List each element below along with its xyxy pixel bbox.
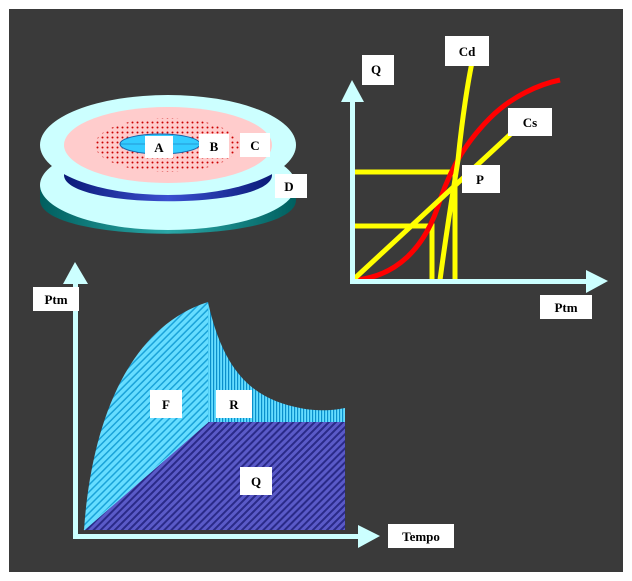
- time-y-axis-arrow: [63, 262, 88, 284]
- qp-y-axis-arrow: [341, 80, 364, 102]
- time-x-axis: [73, 534, 363, 539]
- qp-x-axis-arrow: [586, 270, 608, 293]
- time-chart: Ptm Tempo F R Q: [33, 262, 454, 548]
- time-x-label: Tempo: [402, 529, 440, 544]
- region-r-label: R: [229, 397, 239, 412]
- region-f-label-box: [150, 390, 182, 418]
- disc-label-b-box: [199, 134, 229, 158]
- qp-y-label-box: [362, 55, 394, 85]
- qp-cs-label-box: [508, 108, 552, 136]
- qp-chart: Q Cd Cs P Ptm: [341, 36, 608, 319]
- qp-x-label-box: [540, 295, 592, 319]
- region-q: [84, 422, 345, 530]
- disc-label-d-box: [275, 174, 307, 198]
- region-q-label: Q: [251, 474, 261, 489]
- time-x-axis-arrow: [358, 525, 380, 548]
- qp-cd-label: Cd: [459, 44, 476, 59]
- disc-label-c-text: C: [250, 138, 259, 153]
- region-r-label-box: [216, 390, 252, 418]
- disc-label-d-text: D: [284, 179, 293, 194]
- time-y-label-box: [33, 287, 79, 311]
- disc-label-a: A: [145, 136, 173, 158]
- time-x-label-box: [388, 524, 454, 548]
- time-y-axis: [73, 280, 78, 538]
- qp-point-label-box: [462, 165, 500, 193]
- qp-point-label: P: [476, 172, 484, 187]
- qp-cs-label: Cs: [523, 115, 537, 130]
- disc-label-c: C: [240, 133, 270, 157]
- disc-label-c-box: [240, 133, 270, 157]
- disc-label-d: D: [275, 174, 307, 198]
- qp-y-label: Q: [371, 62, 381, 77]
- disc-label-a-box: [145, 136, 173, 158]
- qp-curve-cd: [437, 57, 476, 281]
- qp-curve-cs: [352, 128, 517, 281]
- qp-x-label: Ptm: [554, 300, 577, 315]
- time-y-label: Ptm: [44, 292, 67, 307]
- disc-label-a-text: A: [154, 140, 164, 155]
- qp-x-axis: [350, 279, 590, 284]
- disc-label-b-text: B: [210, 139, 219, 154]
- region-f: [84, 302, 208, 530]
- qp-y-axis: [350, 100, 355, 283]
- region-q-label-box: [240, 467, 272, 495]
- region-f-label: F: [162, 397, 170, 412]
- filter-disc: [40, 95, 296, 234]
- qp-cd-label-box: [445, 36, 489, 66]
- disc-label-b: B: [199, 134, 229, 158]
